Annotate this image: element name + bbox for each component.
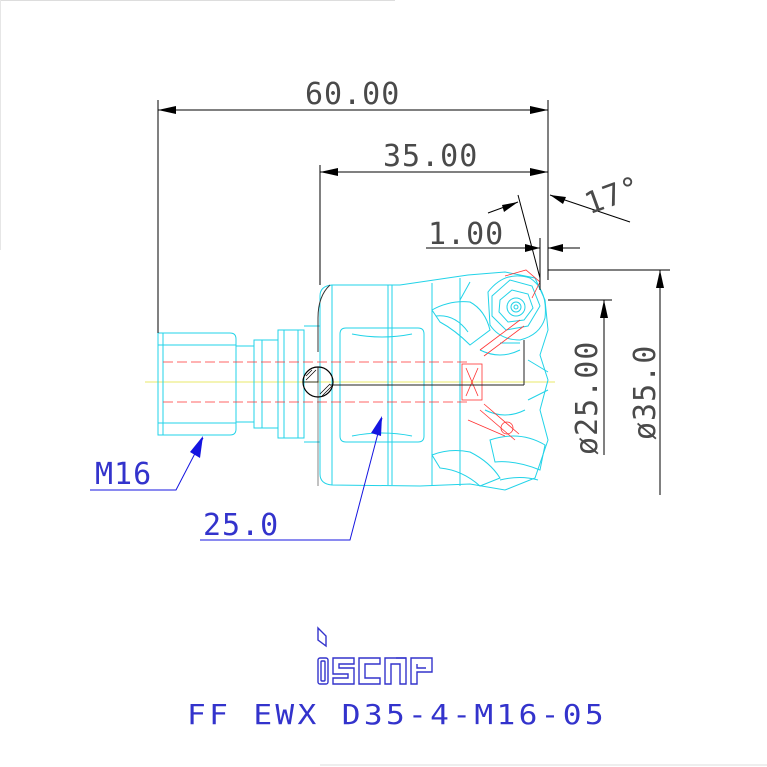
- flat-length-label: 1.00: [428, 217, 504, 252]
- tool-outline: [157, 271, 549, 491]
- hidden-lines: [163, 269, 541, 441]
- body-length-label: 35.00: [383, 139, 478, 174]
- thread-callout: [90, 436, 204, 491]
- overall-length-label: 60.00: [305, 77, 400, 112]
- thread-label: M16: [95, 457, 152, 492]
- shank-label: 25.0: [203, 508, 279, 543]
- angle-label: 17°: [580, 170, 646, 222]
- shank-callout: [200, 416, 383, 541]
- dimension-dia-25: [548, 299, 612, 455]
- section-marks: [302, 284, 525, 486]
- dimension-35: [319, 165, 548, 285]
- outer-diameter-label: ø35.0: [628, 345, 663, 440]
- dimension-60: [157, 100, 549, 333]
- iscar-logo: [317, 626, 433, 685]
- dimension-angle: [487, 194, 631, 279]
- tool-designation: FF EWX D35-4-M16-05: [187, 698, 607, 731]
- dimension-dia-35: [548, 269, 670, 495]
- inner-diameter-label: ø25.00: [570, 341, 605, 455]
